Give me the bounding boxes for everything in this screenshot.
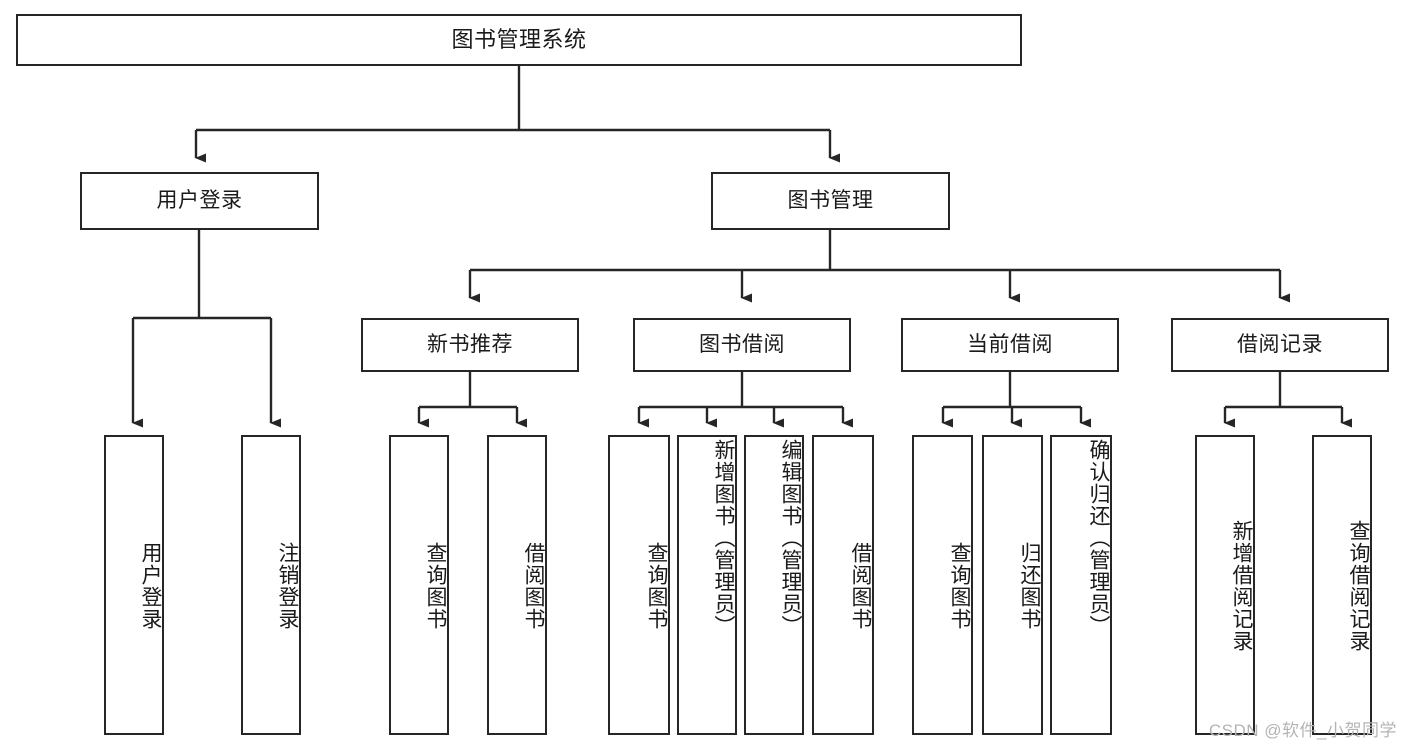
node-label: 用户登录	[139, 542, 162, 630]
leaf-borrow-record-add[interactable]: 新增借阅记录	[1195, 435, 1255, 735]
node-new-book-recommend[interactable]: 新书推荐	[361, 318, 579, 372]
node-label: 用户登录	[156, 189, 243, 213]
node-label: 新增图书（管理员）	[712, 439, 735, 637]
leaf-current-borrow-return[interactable]: 归还图书	[982, 435, 1043, 735]
node-borrow-record[interactable]: 借阅记录	[1171, 318, 1389, 372]
node-label: 查询图书	[645, 542, 668, 630]
node-label: 图书管理系统	[451, 26, 587, 52]
edges-newbook-to-leaves	[417, 372, 527, 428]
node-label: 新增借阅记录	[1230, 520, 1253, 652]
leaf-current-borrow-query[interactable]: 查询图书	[912, 435, 973, 735]
node-label: 借阅记录	[1237, 333, 1323, 357]
leaf-book-borrow-edit[interactable]: 编辑图书（管理员）	[744, 435, 804, 735]
node-label: 编辑图书（管理员）	[779, 439, 802, 637]
watermark-text: CSDN @软件_小贺同学	[1208, 721, 1397, 740]
leaf-book-borrow-add[interactable]: 新增图书（管理员）	[677, 435, 737, 735]
node-label: 归还图书	[1018, 542, 1041, 630]
leaf-new-book-borrow[interactable]: 借阅图书	[487, 435, 547, 735]
node-label: 借阅图书	[522, 542, 545, 630]
node-book-management[interactable]: 图书管理	[711, 172, 950, 230]
edges-bookborrow-to-leaves	[637, 372, 853, 428]
node-label: 确认归还（管理员）	[1087, 439, 1110, 637]
node-label: 查询借阅记录	[1347, 520, 1370, 652]
node-book-borrow[interactable]: 图书借阅	[633, 318, 851, 372]
node-label: 借阅图书	[849, 542, 872, 630]
leaf-book-borrow-lend[interactable]: 借阅图书	[812, 435, 874, 735]
leaf-borrow-record-query[interactable]: 查询借阅记录	[1312, 435, 1372, 735]
node-label: 查询图书	[424, 542, 447, 630]
node-label: 图书借阅	[699, 333, 785, 357]
node-current-borrow[interactable]: 当前借阅	[901, 318, 1119, 372]
leaf-user-login-logout[interactable]: 注销登录	[241, 435, 301, 735]
leaf-new-book-query[interactable]: 查询图书	[389, 435, 449, 735]
node-user-login[interactable]: 用户登录	[80, 172, 319, 230]
node-label: 注销登录	[276, 542, 299, 630]
leaf-book-borrow-query[interactable]: 查询图书	[608, 435, 670, 735]
node-root-system[interactable]: 图书管理系统	[16, 14, 1022, 66]
leaf-user-login-login[interactable]: 用户登录	[104, 435, 164, 735]
node-label: 图书管理	[787, 189, 874, 213]
node-label: 当前借阅	[967, 333, 1053, 357]
leaf-current-borrow-confirm[interactable]: 确认归还（管理员）	[1050, 435, 1112, 735]
edges-borrowrecord-to-leaves	[1223, 372, 1352, 428]
edges-bookmgmt-to-level2	[468, 230, 1290, 303]
edges-currentborrow-to-leaves	[941, 372, 1091, 428]
edges-userlogin-to-leaves	[131, 230, 281, 428]
edges-root-to-level1	[194, 66, 840, 163]
node-label: 新书推荐	[427, 333, 513, 357]
node-label: 查询图书	[948, 542, 971, 630]
